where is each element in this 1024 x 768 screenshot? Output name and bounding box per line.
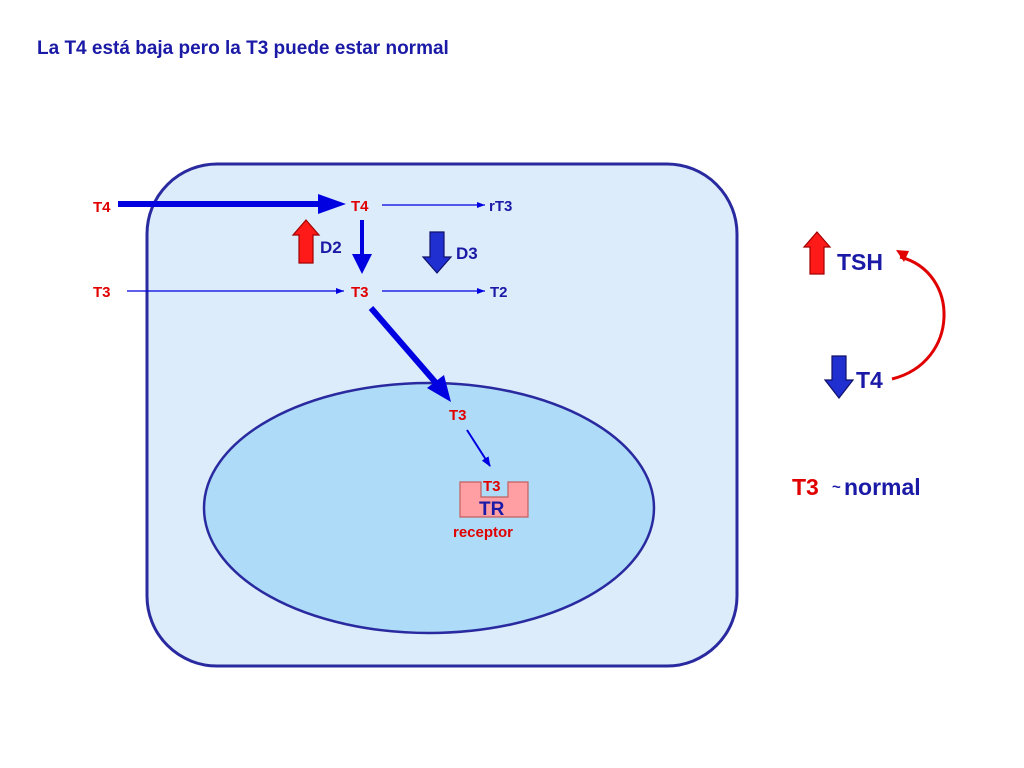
outer-t4-label: T4 <box>93 199 111 216</box>
receptor-shape <box>459 481 529 518</box>
t3-status-label: normal <box>844 474 921 500</box>
nucleus <box>202 381 656 635</box>
tsh-label: TSH <box>837 249 883 275</box>
rt3-label: rT3 <box>489 198 512 215</box>
inner-t3-label: T3 <box>351 284 369 301</box>
feedback-curve-arrow <box>891 255 946 381</box>
inner-t4-label: T4 <box>351 198 369 215</box>
page-title: La T4 está baja pero la T3 puede estar n… <box>37 38 449 59</box>
t2-label: T2 <box>490 284 508 301</box>
t4-down-arrow-icon <box>823 355 855 399</box>
t3-to-nucleus-arrow-head <box>427 375 451 402</box>
d2-label: D2 <box>320 238 342 257</box>
d3-down-arrow-icon <box>421 231 453 274</box>
feedback-t4-label: T4 <box>856 367 883 393</box>
t3-tilde: ~ <box>832 479 841 496</box>
receptor-caption: receptor <box>453 524 513 541</box>
feedback-curve-arrow-head <box>896 250 909 262</box>
d3-label: D3 <box>456 244 478 263</box>
receptor-t3-label: T3 <box>483 478 501 495</box>
t4-entry-arrow-head <box>318 194 346 214</box>
receptor-tr-label: TR <box>479 499 505 520</box>
t4-to-t3-arrow-head <box>352 254 372 274</box>
t3-to-receptor-arrow <box>466 429 491 467</box>
d2-up-arrow-icon <box>291 219 321 264</box>
t3-to-nucleus-arrow-shaft <box>368 306 439 385</box>
feedback-t3-label: T3 <box>792 474 819 500</box>
outer-t3-label: T3 <box>93 284 111 301</box>
tsh-up-arrow-icon <box>802 231 832 275</box>
nucleus-t3-label: T3 <box>449 407 467 424</box>
